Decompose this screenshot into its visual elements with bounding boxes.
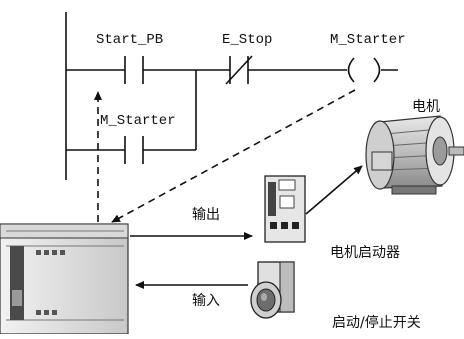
- output-label: 输出: [192, 207, 220, 223]
- input-label: 输入: [192, 293, 220, 309]
- motor-label: 电机: [412, 99, 440, 115]
- dashed-mappings: [94, 89, 356, 223]
- dashed-arrow-coil-to-plc: [111, 89, 356, 223]
- m-starter-contact-label: M_Starter: [100, 113, 176, 129]
- e-stop-label: E_Stop: [222, 32, 272, 48]
- starter-label: 电机启动器: [330, 245, 400, 261]
- plc-unit: [0, 223, 129, 335]
- m-starter-coil-left: [347, 57, 355, 83]
- start-stop-switch-icon: [250, 261, 295, 319]
- start-pb-label: Start_PB: [96, 32, 163, 48]
- m-starter-coil-right: [373, 57, 381, 83]
- motor-starter-icon: [264, 175, 306, 243]
- m-starter-coil-label: M_Starter: [330, 32, 406, 48]
- starter-to-motor-arrow: [305, 165, 363, 215]
- e-stop-contact-slash: [225, 55, 253, 85]
- switch-label: 启动/停止开关: [332, 314, 421, 331]
- ladder-rungs: [65, 12, 398, 180]
- motor-icon: [365, 115, 464, 195]
